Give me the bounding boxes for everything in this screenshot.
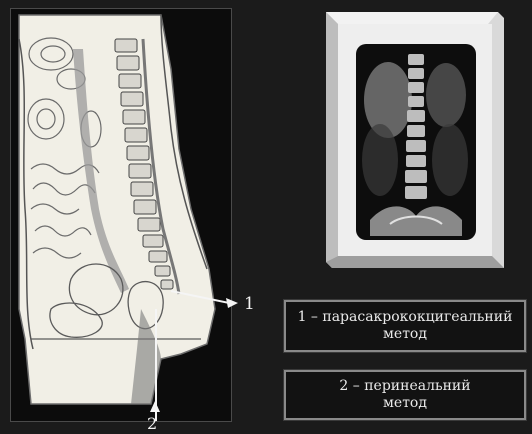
- legend-method-1-line2: метод: [286, 326, 524, 343]
- legend-method-2-line1: 2 – перинеальний: [286, 378, 524, 395]
- needle-2-arrow-icon: [150, 401, 160, 412]
- pointer-label-2: 2: [147, 414, 157, 433]
- pointer-label-1: 1: [244, 294, 255, 314]
- legend-method-1-line1: 1 – парасакрококцигеальний: [286, 309, 524, 326]
- legend-method-1: 1 – парасакрококцигеальний метод: [284, 300, 526, 352]
- xray-lightbox: [318, 10, 508, 272]
- legend-method-2: 2 – перинеальний метод: [284, 370, 526, 420]
- xray-image: [318, 10, 508, 272]
- legend-method-2-line2: метод: [286, 395, 524, 412]
- needle-1-arrow-icon: [226, 298, 238, 308]
